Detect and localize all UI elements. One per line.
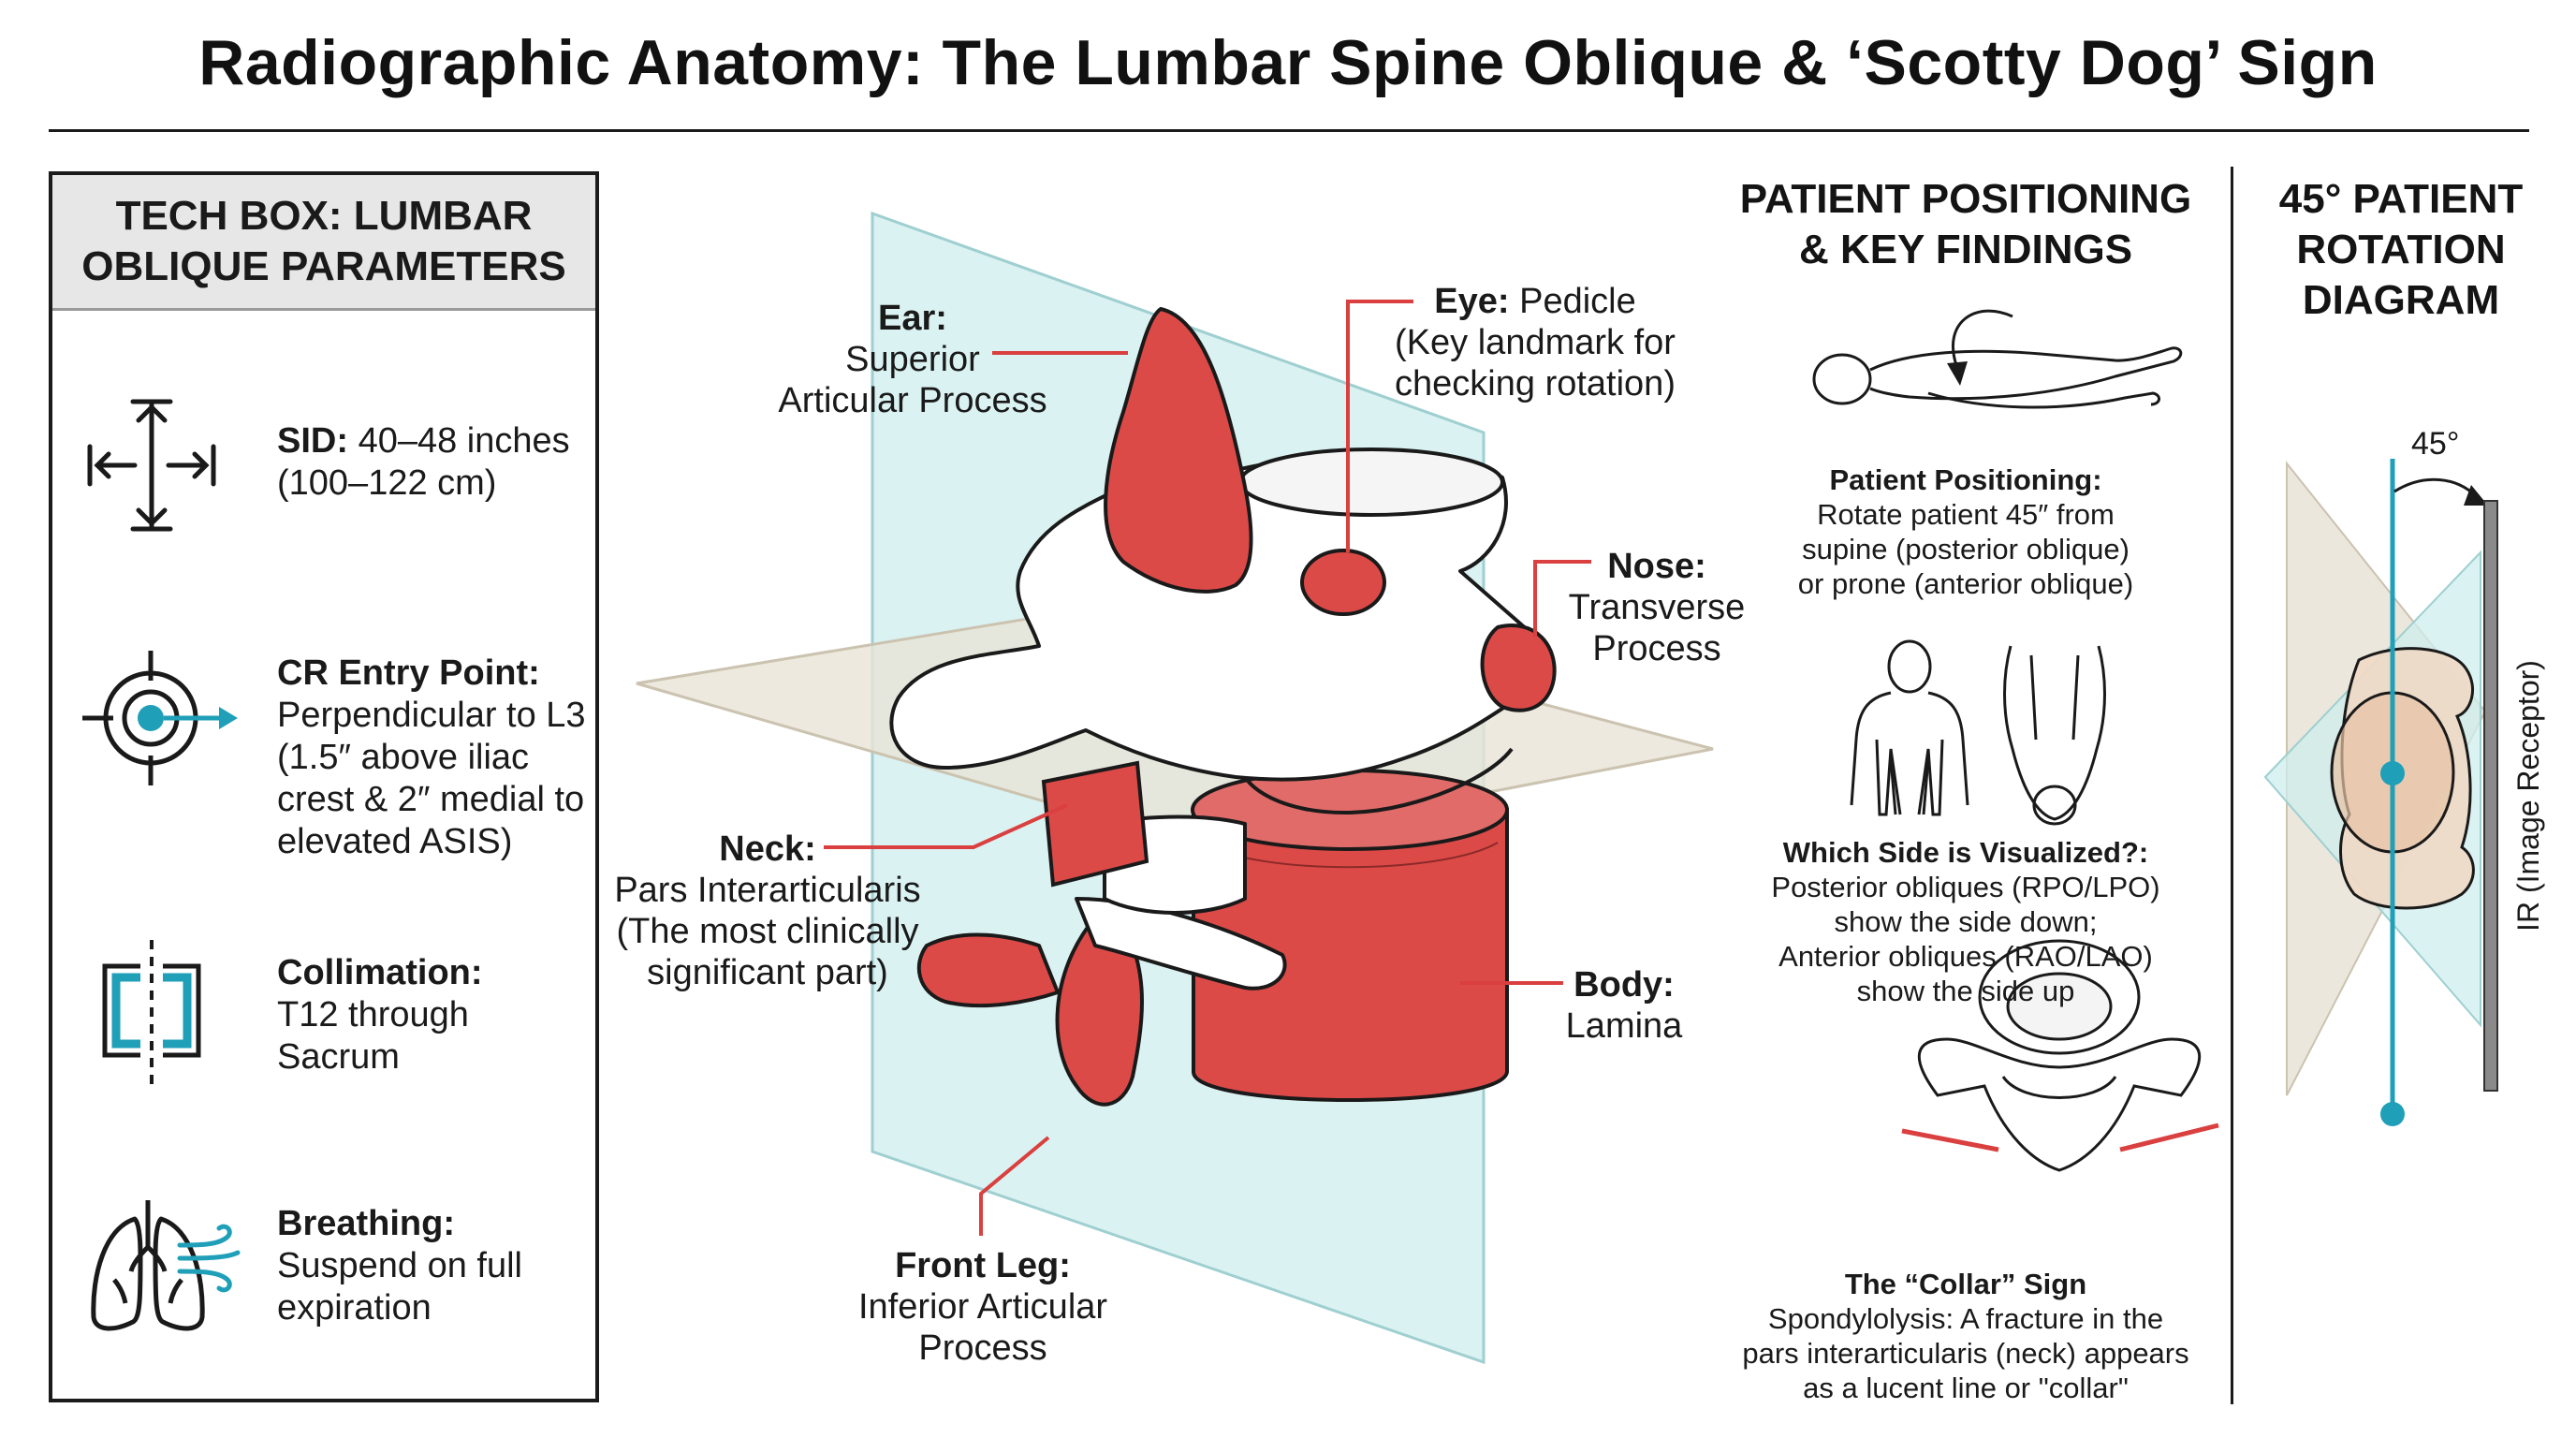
finding-side-visualized: Which Side is Visualized?: Posterior obl… bbox=[1722, 835, 2209, 1008]
eye-heading: Eye: bbox=[1434, 282, 1510, 321]
rotation-angle-label: 45° bbox=[2411, 426, 2460, 462]
title-divider bbox=[49, 129, 2529, 132]
supine-patient-icon bbox=[1812, 346, 2183, 409]
crosshair-target-icon bbox=[82, 651, 238, 785]
nose-heading: Nose: bbox=[1607, 547, 1706, 586]
sid-value: 40–48 inches (100–122 cm) bbox=[277, 421, 570, 503]
page-title: Radiographic Anatomy: The Lumbar Spine O… bbox=[198, 27, 2378, 98]
pedicle-eye bbox=[1300, 549, 1386, 616]
neck-label: Neck: Pars Interarticularis (The most cl… bbox=[599, 829, 936, 993]
nose-label: Nose: Transverse Process bbox=[1554, 546, 1760, 669]
lungs-icon bbox=[91, 1200, 241, 1331]
positioning-header: PATIENT POSITIONING & KEY FINDINGS bbox=[1739, 176, 2192, 272]
collar-fracture-lines bbox=[1901, 1123, 2219, 1152]
label-leader-lines bbox=[824, 300, 1591, 1236]
ear-text: Superior Articular Process bbox=[778, 340, 1047, 420]
finding-positioning-heading: Patient Positioning: bbox=[1829, 463, 2102, 496]
breathing-value: Suspend on full expiration bbox=[277, 1246, 522, 1328]
nose-text: Transverse Process bbox=[1568, 588, 1746, 668]
distance-arrows-icon bbox=[87, 399, 216, 532]
transverse-process-nose bbox=[1480, 624, 1557, 712]
body-label: Body: Lamina bbox=[1554, 964, 1694, 1047]
eye-note: (Key landmark for checking rotation) bbox=[1395, 323, 1676, 404]
ear-label: Ear: Superior Articular Process bbox=[758, 298, 1067, 421]
collimation-label: Collimation: bbox=[277, 953, 483, 992]
front-leg-heading: Front Leg: bbox=[895, 1246, 1071, 1285]
finding-collar-text: Spondylolysis: A fracture in the pars in… bbox=[1742, 1302, 2189, 1404]
neck-text: Pars Interarticularis (The most clinical… bbox=[614, 871, 921, 992]
finding-side-text: Posterior obliques (RPO/LPO) show the si… bbox=[1771, 871, 2160, 1007]
body-text: Lamina bbox=[1565, 1006, 1683, 1046]
vertebral-body bbox=[1191, 769, 1509, 1102]
body-heading: Body: bbox=[1573, 965, 1675, 1005]
image-receptor-label: IR (Image Receptor) bbox=[2511, 660, 2545, 932]
pars-interarticularis bbox=[1041, 760, 1149, 888]
finding-patient-positioning: Patient Positioning: Rotate patient 45″ … bbox=[1722, 462, 2209, 601]
patient-front-back-icon bbox=[1850, 639, 2106, 826]
collimation-value: T12 through Sacrum bbox=[277, 995, 469, 1077]
column-divider bbox=[2231, 167, 2233, 1404]
eye-text: Pedicle bbox=[1519, 282, 1636, 321]
angle-arc bbox=[2393, 477, 2478, 498]
finding-side-heading: Which Side is Visualized?: bbox=[1782, 836, 2149, 869]
eye-label: Eye: Pedicle (Key landmark for checking … bbox=[1376, 281, 1694, 404]
tech-box-panel: TECH BOX: LUMBAR OBLIQUE PARAMETERS SID:… bbox=[49, 171, 599, 1402]
sid-label: SID: bbox=[277, 421, 348, 461]
breathing-param: Breathing: Suspend on full expiration bbox=[277, 1203, 586, 1329]
image-receptor-plate bbox=[2483, 500, 2498, 1092]
cr-entry-param: CR Entry Point: Perpendicular to L3 (1.5… bbox=[277, 653, 586, 863]
tech-box-header: TECH BOX: LUMBAR OBLIQUE PARAMETERS bbox=[52, 175, 595, 311]
ear-heading: Ear: bbox=[878, 299, 947, 338]
rotation-arrow-icon bbox=[1951, 309, 2013, 366]
finding-collar-sign: The “Collar” Sign Spondylolysis: A fract… bbox=[1722, 1267, 2209, 1405]
front-leg-label: Front Leg: Inferior Articular Process bbox=[824, 1245, 1142, 1369]
front-leg-text: Inferior Articular Process bbox=[857, 1287, 1108, 1368]
superior-articular-process bbox=[1104, 306, 1253, 594]
sid-param: SID: 40–48 inches (100–122 cm) bbox=[277, 420, 586, 505]
finding-collar-heading: The “Collar” Sign bbox=[1844, 1268, 2087, 1300]
neck-heading: Neck: bbox=[719, 829, 816, 869]
cr-entry-value: Perpendicular to L3 (1.5″ above iliac cr… bbox=[277, 696, 586, 861]
rotation-header: 45° PATIENT ROTATION DIAGRAM bbox=[2278, 176, 2524, 323]
collimation-param: Collimation: T12 through Sacrum bbox=[277, 952, 586, 1078]
inferior-articular-process bbox=[1055, 916, 1144, 1107]
finding-positioning-text: Rotate patient 45″ from supine (posterio… bbox=[1797, 498, 2134, 600]
breathing-label: Breathing: bbox=[277, 1204, 455, 1243]
collimation-frame-icon bbox=[102, 940, 201, 1086]
cr-entry-label: CR Entry Point: bbox=[277, 653, 540, 693]
vertebral-arch bbox=[889, 448, 1550, 915]
vertebra-collar-icon bbox=[1917, 939, 2202, 1172]
